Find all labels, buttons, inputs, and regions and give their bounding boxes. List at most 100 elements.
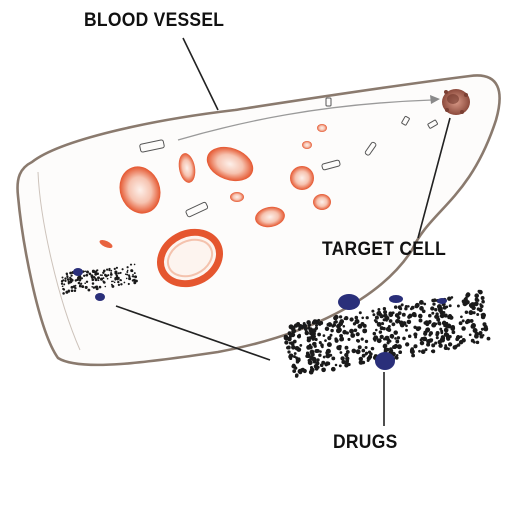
nanotube-dot bbox=[61, 276, 64, 279]
nanotube-dot bbox=[341, 359, 346, 365]
nanotube-dot bbox=[460, 315, 463, 319]
nanotube-dot bbox=[419, 306, 424, 311]
nanotube-dot bbox=[397, 305, 402, 310]
nanotube-dot bbox=[454, 345, 458, 349]
nanotube-dot bbox=[126, 269, 129, 272]
drug-particle bbox=[95, 293, 105, 301]
drug-particle bbox=[389, 295, 403, 303]
nanotube-dot bbox=[354, 315, 359, 320]
drug-path-arrowhead bbox=[430, 95, 440, 104]
nanotube-dot bbox=[342, 330, 347, 335]
nanotube-dot bbox=[94, 273, 98, 276]
nanotube-dot bbox=[65, 290, 69, 294]
nanotube-dot bbox=[449, 316, 453, 320]
nanotube-dot bbox=[367, 350, 372, 354]
nanotube-dot bbox=[474, 331, 480, 337]
nanotube-dot bbox=[442, 311, 446, 314]
nanotube-dot bbox=[344, 345, 349, 350]
nanotube-dot bbox=[110, 276, 112, 279]
nanotube-dot bbox=[308, 369, 314, 375]
nanotube-dot bbox=[324, 339, 327, 342]
nanotube-dot bbox=[383, 337, 386, 341]
nanotube-dot bbox=[67, 279, 70, 282]
nanotube-dot bbox=[407, 334, 412, 338]
nanotube-dot bbox=[480, 314, 486, 320]
nanotube-dot bbox=[479, 304, 484, 309]
nanotube-dot bbox=[474, 297, 479, 302]
nanotube-dot bbox=[307, 360, 313, 366]
nanotube-dot bbox=[383, 347, 388, 351]
nanotube-dot bbox=[117, 280, 120, 284]
nanotube-dot bbox=[134, 276, 137, 279]
nanotube-dot bbox=[425, 328, 430, 333]
nanotube-dot bbox=[133, 281, 136, 284]
nanotube-dot bbox=[304, 330, 310, 336]
nanotube-dot bbox=[364, 352, 368, 356]
nanotube-small bbox=[60, 263, 138, 301]
nanotube-dot bbox=[64, 279, 67, 283]
nanotube-dot bbox=[73, 289, 77, 292]
nanotube-dot bbox=[395, 353, 399, 357]
nanotube-dot bbox=[434, 308, 438, 312]
nanotube-dot bbox=[456, 304, 460, 308]
nanotube-dot bbox=[361, 348, 366, 353]
nanotube-dot bbox=[472, 328, 478, 333]
nanotube-dot bbox=[83, 274, 86, 277]
nanotube-dot bbox=[101, 274, 103, 277]
nanotube-dot bbox=[310, 352, 315, 357]
nanotube-dot bbox=[440, 331, 444, 335]
nanotube-dot bbox=[434, 341, 438, 345]
nanotube-dot bbox=[464, 310, 469, 314]
nanotube-dot bbox=[132, 278, 136, 282]
nanotube-dot bbox=[318, 353, 322, 357]
nanotube-dot bbox=[480, 327, 484, 331]
nanotube-dot bbox=[447, 342, 453, 347]
nanotube-dot bbox=[295, 373, 299, 378]
nanotube-dot bbox=[70, 285, 74, 289]
nanotube-dot bbox=[80, 282, 83, 285]
nanotube-dot bbox=[324, 326, 330, 332]
nanotube-dot bbox=[60, 282, 64, 285]
nanotube-dot bbox=[91, 282, 95, 285]
nanotube-dot bbox=[398, 350, 403, 355]
nanotube-dot bbox=[60, 279, 64, 283]
nanotube-dot bbox=[121, 268, 124, 271]
nanotube-dot bbox=[312, 319, 318, 324]
nanotube-dot bbox=[70, 289, 74, 293]
nanotube-dot bbox=[420, 349, 426, 354]
red-blood-cell bbox=[317, 124, 327, 132]
nanotube-dot bbox=[434, 322, 438, 326]
nanotube-dot bbox=[407, 313, 413, 319]
nanotube-dot bbox=[99, 277, 104, 281]
nanotube-dot bbox=[124, 273, 127, 276]
nanotube-dot bbox=[313, 344, 317, 348]
nanotube-dot bbox=[483, 324, 488, 330]
nanotube-dot bbox=[334, 314, 339, 320]
nanotube-dot bbox=[99, 274, 102, 276]
nanotube-dot bbox=[287, 350, 291, 354]
nanotube-dot bbox=[314, 323, 319, 328]
nanotube-dot bbox=[419, 340, 425, 346]
nanotube-dot bbox=[70, 278, 73, 281]
nanotube-dot bbox=[355, 349, 361, 355]
nanotube-dot bbox=[331, 356, 336, 361]
red-blood-cell bbox=[313, 194, 331, 210]
nanotube-dot bbox=[418, 313, 423, 319]
nanotube-dot bbox=[381, 322, 385, 326]
nanotube-dot bbox=[436, 304, 442, 310]
nanotube-dot bbox=[353, 328, 358, 333]
nanotube-dot bbox=[86, 270, 89, 274]
nanotube-dot bbox=[107, 274, 110, 277]
target-cell bbox=[442, 89, 470, 115]
nanotube-dot bbox=[318, 341, 322, 345]
nanotube-dot bbox=[418, 349, 421, 353]
nanotube-dot bbox=[84, 285, 88, 289]
nanotube-dot bbox=[327, 336, 332, 341]
nanotube-dot bbox=[430, 338, 434, 342]
nanotube-dot bbox=[405, 328, 408, 332]
red-blood-cell bbox=[119, 166, 161, 214]
nanotube-dot bbox=[316, 358, 320, 362]
nanotube-dot bbox=[476, 313, 480, 316]
nanotube-dot bbox=[362, 328, 368, 334]
nanotube-dot bbox=[354, 318, 360, 325]
